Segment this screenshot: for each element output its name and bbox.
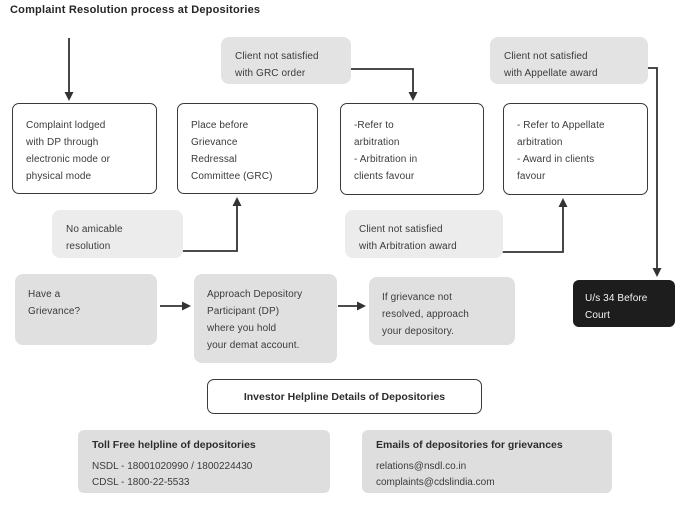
callout-client-not-satisfied-arbitration: Client not satisfied with Arbitration aw…: [345, 210, 503, 258]
box-line: Place before: [191, 120, 249, 131]
emails-heading: Emails of depositories for grievances: [376, 439, 563, 451]
box-line: your depository.: [382, 326, 455, 337]
box-grievance-not-resolved: If grievance not resolved, approach your…: [369, 277, 515, 345]
box-line: favour: [517, 171, 546, 182]
box-line: U/s 34 Before: [585, 293, 648, 304]
callout-no-amicable-resolution: No amicable resolution: [52, 210, 183, 258]
helpline-title: Investor Helpline Details of Depositorie…: [243, 390, 446, 403]
box-refer-appellate-arbitration: - Refer to Appellate arbitration - Award…: [503, 103, 648, 195]
box-line: - Arbitration in: [354, 154, 418, 165]
box-refer-arbitration: -Refer to arbitration - Arbitration in c…: [340, 103, 484, 195]
callout-client-not-satisfied-appellate: Client not satisfied with Appellate awar…: [490, 37, 648, 84]
callout-line: resolution: [66, 241, 111, 252]
callout-line: with Arbitration award: [359, 241, 457, 252]
emails-box: Emails of depositories for grievances re…: [362, 430, 612, 493]
box-line: - Refer to Appellate: [517, 120, 605, 131]
box-line: with DP through: [26, 137, 99, 148]
cdsl-email: complaints@cdslindia.com: [376, 476, 495, 488]
box-line: arbitration: [354, 137, 400, 148]
box-line: - Award in clients: [517, 154, 595, 165]
box-line: Complaint lodged: [26, 120, 106, 131]
box-approach-dp: Approach Depository Participant (DP) whe…: [194, 274, 337, 363]
box-complaint-lodged: Complaint lodged with DP through electro…: [12, 103, 157, 194]
box-line: resolved, approach: [382, 309, 469, 320]
box-line: physical mode: [26, 171, 92, 182]
box-place-before-grc: Place before Grievance Redressal Committ…: [177, 103, 318, 194]
box-line: Redressal: [191, 154, 237, 165]
callout-line: Client not satisfied: [504, 51, 588, 62]
box-line: your demat account.: [207, 340, 300, 351]
helpline-title-box: Investor Helpline Details of Depositorie…: [207, 379, 482, 414]
toll-free-helpline-box: Toll Free helpline of depositories NSDL …: [78, 430, 330, 493]
box-line: clients favour: [354, 171, 415, 182]
arrow-no-amicable-to-grc: [181, 197, 242, 252]
box-line: Court: [585, 310, 610, 321]
box-line: Grievance: [191, 137, 238, 148]
callout-line: with GRC order: [235, 68, 306, 79]
box-line: arbitration: [517, 137, 563, 148]
arrow-grc-order-to-arbitration: [351, 68, 418, 101]
callout-line: Client not satisfied: [359, 224, 443, 235]
box-line: Participant (DP): [207, 306, 280, 317]
box-line: electronic mode or: [26, 154, 111, 165]
cdsl-helpline-number: CDSL - 1800-22-5533: [92, 476, 190, 488]
nsdl-helpline-number: NSDL - 18001020990 / 1800224430: [92, 461, 253, 472]
callout-client-not-satisfied-grc: Client not satisfied with GRC order: [221, 37, 351, 84]
arrow-appellate-award-to-court: [648, 67, 662, 277]
box-line: If grievance not: [382, 292, 452, 303]
box-line: Approach Depository: [207, 289, 303, 300]
callout-line: No amicable: [66, 224, 123, 235]
callout-line: with Appellate award: [504, 68, 598, 79]
box-line: Committee (GRC): [191, 171, 273, 182]
box-have-a-grievance: Have a Grievance?: [15, 274, 157, 345]
toll-free-heading: Toll Free helpline of depositories: [92, 439, 256, 451]
callout-line: Client not satisfied: [235, 51, 319, 62]
page-title: Complaint Resolution process at Deposito…: [10, 4, 261, 16]
box-line: where you hold: [207, 323, 277, 334]
box-line: Grievance?: [28, 306, 81, 317]
box-line: Have a: [28, 289, 61, 300]
arrow-arbitration-award-to-appellate: [501, 198, 568, 253]
nsdl-email: relations@nsdl.co.in: [376, 461, 467, 472]
box-court: U/s 34 Before Court: [573, 280, 675, 327]
box-line: -Refer to: [354, 120, 394, 131]
